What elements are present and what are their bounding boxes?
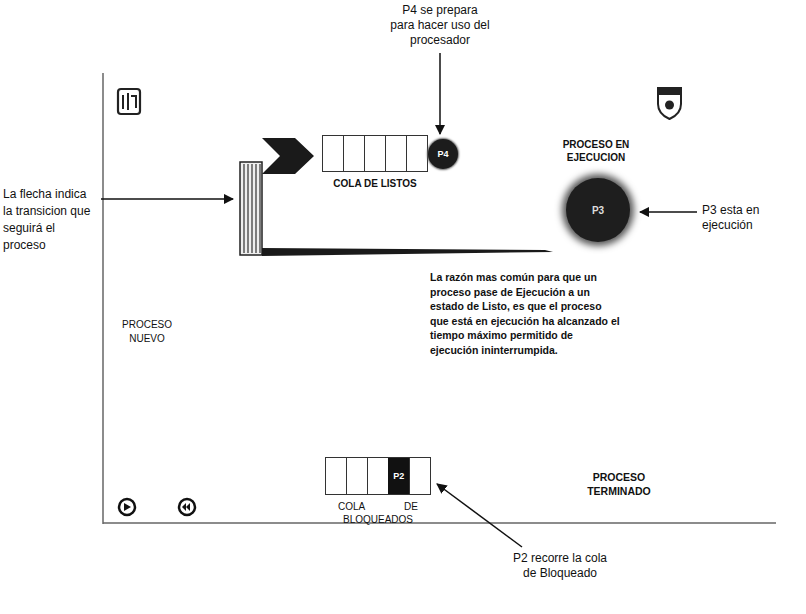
button-ring xyxy=(119,499,135,515)
annotation: P3 esta en ejecución xyxy=(702,203,800,233)
logo-band xyxy=(658,88,681,95)
explanation-note: La razón mas común para que un proceso p… xyxy=(430,270,622,357)
logo-shield xyxy=(658,88,681,119)
frame-line xyxy=(102,73,104,524)
process-id: P3 xyxy=(592,205,604,216)
striped-bar xyxy=(240,162,262,255)
logo-outline xyxy=(118,89,140,114)
queue-cell-divider xyxy=(367,458,368,494)
logo-dot xyxy=(665,101,674,110)
play-button xyxy=(119,499,135,515)
leader-arrow xyxy=(640,211,697,213)
queue-cell-divider xyxy=(343,136,344,171)
track-bar xyxy=(262,248,553,256)
queue-cell-divider xyxy=(406,136,407,171)
queue-cell-divider xyxy=(364,136,365,171)
logo-mark xyxy=(123,93,136,110)
bar-stripes xyxy=(244,164,260,253)
chevron-head xyxy=(262,138,314,174)
queue-label: COLA DE LISTOS xyxy=(320,177,430,190)
annotation: P4 se prepara para hacer uso del procesa… xyxy=(390,3,490,48)
state-label: PROCESO TERMINADO xyxy=(574,470,664,498)
queue-label: COLA DE BLOQUEADOS xyxy=(338,500,418,526)
queue-cell-divider xyxy=(385,136,386,171)
play-triangle xyxy=(124,503,131,511)
leader-arrow xyxy=(101,198,233,200)
frame-line xyxy=(103,522,776,524)
queue-cell: P2 xyxy=(388,458,409,494)
process-id: P4 xyxy=(437,149,448,159)
queue-cell-divider xyxy=(346,458,347,494)
logo xyxy=(118,89,140,114)
process-circle: P3 xyxy=(566,178,630,242)
logo xyxy=(658,88,681,119)
leader-arrow xyxy=(437,484,522,547)
rewind-button xyxy=(179,499,195,515)
annotation: La flecha indica la transicion que segui… xyxy=(3,186,99,254)
state-label: PROCESO NUEVO xyxy=(112,318,182,346)
queue-box: COLA DE LISTOS xyxy=(322,135,428,172)
queue-box: COLA DE BLOQUEADOSP2 xyxy=(325,457,431,495)
button-ring xyxy=(179,499,195,515)
leader-arrow xyxy=(439,53,441,134)
rewind-triangle xyxy=(186,503,190,511)
state-label: PROCESO EN EJECUCION xyxy=(550,138,642,164)
process-id: P2 xyxy=(393,471,404,481)
rewind-triangle xyxy=(182,503,186,511)
annotation: P2 recorre la cola de Bloqueado xyxy=(512,551,608,581)
process-circle: P4 xyxy=(428,139,458,169)
